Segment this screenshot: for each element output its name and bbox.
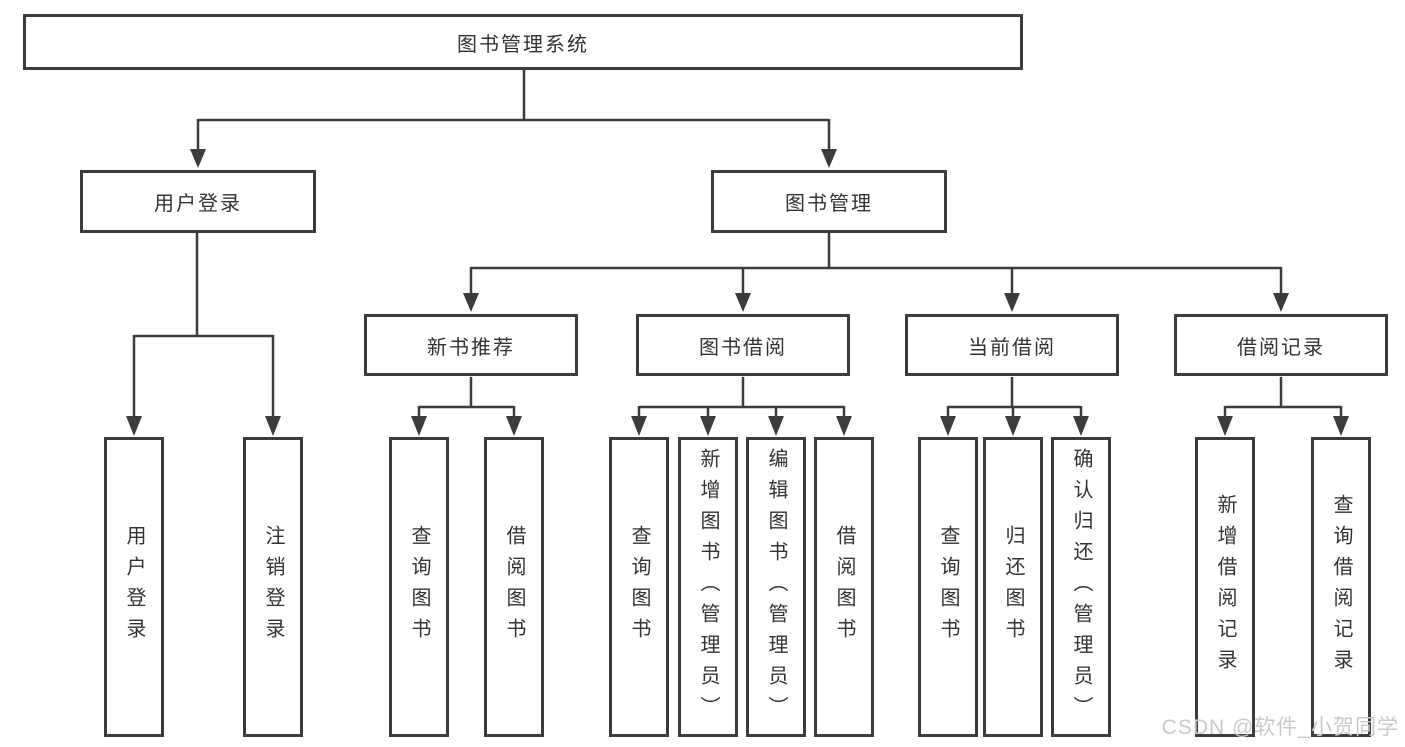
- leaf-add-books-admin: 新增图书（管理员）: [678, 437, 738, 737]
- leaf-label: 查询图书: [408, 525, 430, 649]
- leaf-label: 查询图书: [937, 525, 959, 649]
- leaf-borrow-books-recommend: 借阅图书: [484, 437, 544, 737]
- leaf-label: 新增图书（管理员）: [697, 447, 719, 727]
- leaf-logout: 注销登录: [243, 437, 303, 737]
- node-borrowing-records: 借阅记录: [1174, 314, 1388, 376]
- node-label: 图书管理系统: [457, 33, 589, 56]
- leaf-borrow-books-borrowing: 借阅图书: [814, 437, 874, 737]
- node-book-management: 图书管理: [711, 170, 947, 233]
- leaf-label: 借阅图书: [503, 525, 525, 649]
- leaf-label: 归还图书: [1002, 525, 1024, 649]
- node-new-book-recommendation: 新书推荐: [364, 314, 578, 376]
- csdn-watermark: CSDN @软件_小贺同学: [1161, 716, 1399, 739]
- node-label: 图书管理: [785, 193, 873, 215]
- leaf-query-books-borrowing: 查询图书: [609, 437, 669, 737]
- leaf-return-books: 归还图书: [983, 437, 1043, 737]
- leaf-label: 编辑图书（管理员）: [765, 447, 787, 727]
- leaf-label: 查询图书: [628, 525, 650, 649]
- leaf-label: 新增借阅记录: [1214, 494, 1236, 680]
- arrowheads: [126, 149, 1349, 436]
- node-book-borrowing: 图书借阅: [636, 314, 850, 376]
- leaf-query-books-current: 查询图书: [918, 437, 978, 737]
- node-label: 当前借阅: [968, 336, 1056, 359]
- node-label: 新书推荐: [427, 336, 515, 359]
- leaf-label: 借阅图书: [833, 525, 855, 649]
- node-current-borrowing: 当前借阅: [905, 314, 1119, 376]
- node-label: 用户登录: [154, 193, 242, 215]
- leaf-confirm-return-admin: 确认归还（管理员）: [1051, 437, 1111, 737]
- leaf-query-borrowing-record: 查询借阅记录: [1311, 437, 1371, 737]
- node-label: 图书借阅: [699, 336, 787, 359]
- node-user-login: 用户登录: [80, 170, 316, 233]
- leaf-edit-books-admin: 编辑图书（管理员）: [746, 437, 806, 737]
- node-root-book-management-system: 图书管理系统: [23, 14, 1023, 70]
- leaf-add-borrowing-record: 新增借阅记录: [1195, 437, 1255, 737]
- leaf-label: 确认归还（管理员）: [1070, 447, 1092, 727]
- node-label: 借阅记录: [1237, 336, 1325, 359]
- leaf-label: 用户登录: [123, 525, 145, 649]
- leaf-label: 查询借阅记录: [1330, 494, 1352, 680]
- leaf-label: 注销登录: [262, 525, 284, 649]
- leaf-query-books-recommend: 查询图书: [389, 437, 449, 737]
- leaf-user-login: 用户登录: [104, 437, 164, 737]
